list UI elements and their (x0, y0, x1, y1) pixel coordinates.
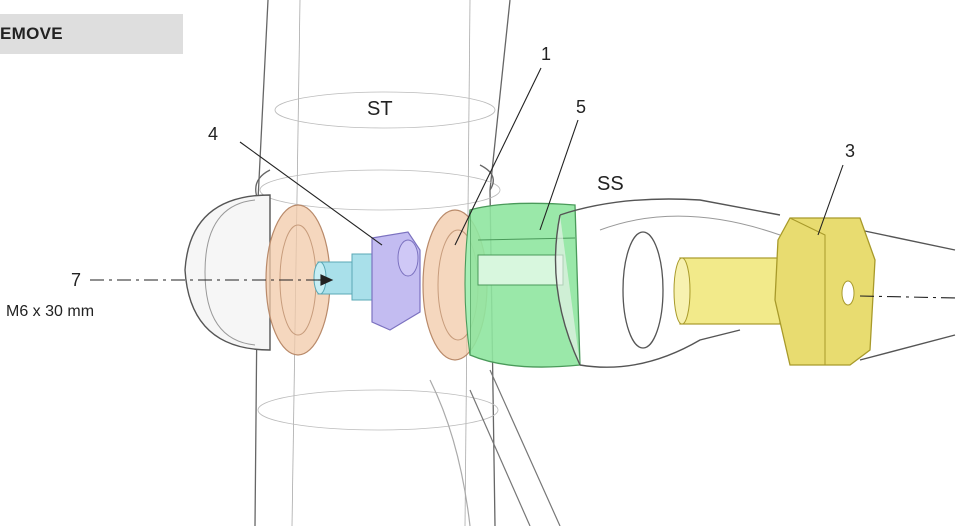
leader-1 (454, 67, 542, 246)
chain-stay (429, 369, 561, 526)
callout-7: 7 (71, 270, 81, 290)
callout-1: 1 (541, 44, 551, 64)
step-banner: EMOVE (0, 14, 183, 54)
axis-centerline (90, 274, 957, 299)
pivot-housing-left (184, 194, 271, 351)
leader-5 (539, 119, 579, 231)
step-banner-text: EMOVE (0, 24, 63, 43)
bolt-shaft (673, 257, 781, 325)
leader-3 (817, 164, 844, 236)
hex-nut (774, 217, 876, 366)
label-st: ST (367, 98, 393, 120)
callout-3: 3 (845, 141, 855, 161)
leader-lines (239, 67, 844, 246)
label-ss: SS (597, 173, 624, 195)
seat-stay (554, 198, 956, 368)
callout-5: 5 (576, 97, 586, 117)
bolt-spec-label: M6 x 30 mm (6, 303, 94, 320)
callout-4: 4 (208, 124, 218, 144)
leader-4 (239, 141, 383, 246)
retaining-clip (371, 231, 421, 331)
